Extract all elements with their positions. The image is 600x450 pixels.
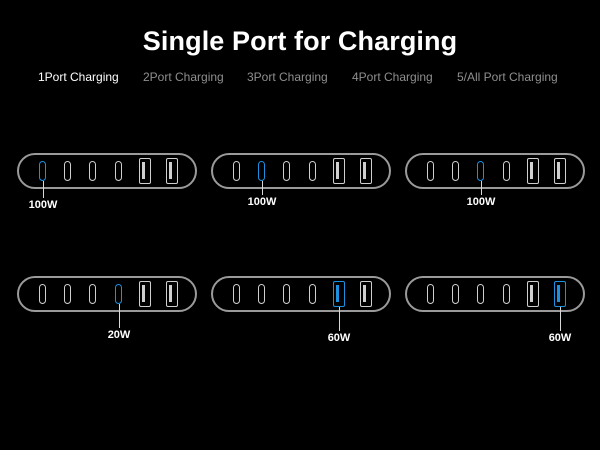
usb-c-port-1 <box>427 161 434 181</box>
usb-a-port-5 <box>333 281 345 307</box>
usb-a-port-5 <box>527 281 539 307</box>
usb-a-port-6 <box>166 158 178 184</box>
usb-c-port-3 <box>89 161 96 181</box>
usb-c-port-3 <box>283 161 290 181</box>
usb-a-port-5 <box>139 158 151 184</box>
charger-hub-4 <box>17 276 197 312</box>
usb-a-port-6 <box>360 281 372 307</box>
tab-4port-charging[interactable]: 4Port Charging <box>352 70 433 84</box>
usb-c-port-1 <box>39 284 46 304</box>
port-wattage-label: 60W <box>548 332 572 344</box>
usb-c-port-1 <box>39 161 46 181</box>
port-wattage-label: 20W <box>107 329 131 341</box>
usb-c-port-4 <box>115 284 122 304</box>
usb-a-port-6 <box>554 158 566 184</box>
active-port-leader-line <box>43 181 44 198</box>
usb-a-port-5 <box>333 158 345 184</box>
page-title: Single Port for Charging <box>142 26 458 56</box>
usb-c-port-2 <box>452 161 459 181</box>
port-wattage-label: 60W <box>327 332 351 344</box>
usb-c-port-2 <box>452 284 459 304</box>
usb-c-port-4 <box>503 161 510 181</box>
usb-a-port-5 <box>527 158 539 184</box>
active-port-leader-line <box>560 307 561 331</box>
active-port-leader-line <box>119 304 120 328</box>
usb-c-port-2 <box>258 161 265 181</box>
usb-a-port-6 <box>166 281 178 307</box>
tab-2port-charging[interactable]: 2Port Charging <box>143 70 224 84</box>
usb-a-port-6 <box>554 281 566 307</box>
usb-c-port-1 <box>233 284 240 304</box>
usb-c-port-1 <box>427 284 434 304</box>
usb-c-port-4 <box>309 161 316 181</box>
port-wattage-label: 100W <box>28 199 58 211</box>
charger-hub-6 <box>405 276 585 312</box>
usb-c-port-2 <box>64 284 71 304</box>
charger-hub-2 <box>211 153 391 189</box>
usb-c-port-1 <box>233 161 240 181</box>
charger-hub-1 <box>17 153 197 189</box>
active-port-leader-line <box>262 181 263 195</box>
active-port-leader-line <box>339 307 340 331</box>
tab-all-port-charging[interactable]: 5/All Port Charging <box>457 70 558 84</box>
charger-hub-3 <box>405 153 585 189</box>
port-wattage-label: 100W <box>466 196 496 208</box>
usb-c-port-3 <box>477 284 484 304</box>
tab-1port-charging[interactable]: 1Port Charging <box>38 70 119 84</box>
usb-a-port-5 <box>139 281 151 307</box>
usb-c-port-3 <box>477 161 484 181</box>
usb-c-port-3 <box>89 284 96 304</box>
charger-hub-5 <box>211 276 391 312</box>
charging-mode-tabs: 1Port Charging 2Port Charging 3Port Char… <box>0 70 600 86</box>
usb-c-port-3 <box>283 284 290 304</box>
usb-c-port-2 <box>64 161 71 181</box>
usb-c-port-4 <box>115 161 122 181</box>
port-wattage-label: 100W <box>247 196 277 208</box>
usb-c-port-2 <box>258 284 265 304</box>
usb-c-port-4 <box>309 284 316 304</box>
usb-c-port-4 <box>503 284 510 304</box>
active-port-leader-line <box>481 181 482 195</box>
tab-3port-charging[interactable]: 3Port Charging <box>247 70 328 84</box>
usb-a-port-6 <box>360 158 372 184</box>
